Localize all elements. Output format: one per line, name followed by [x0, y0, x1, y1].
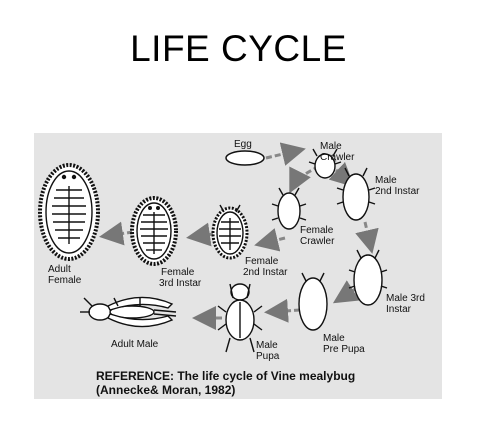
label-female-2nd-2: 2nd Instar — [243, 267, 288, 278]
label-adult-female-2: Female — [48, 275, 82, 286]
male-3rd-instar-shape — [348, 249, 388, 306]
label-male-prepupa-2: Pre Pupa — [323, 344, 365, 355]
label-male-crawler-1: Male — [320, 141, 342, 152]
label-male-crawler-2: Crawler — [320, 152, 355, 163]
label-female-2nd-1: Female — [245, 256, 279, 267]
label-male-2nd-2: 2nd Instar — [375, 186, 420, 197]
page-title: LIFE CYCLE — [130, 28, 347, 69]
female-3rd-instar-shape — [130, 196, 178, 266]
cycle-arrows — [99, 142, 379, 330]
label-female-3rd-1: Female — [161, 267, 195, 278]
label-adult-female-1: Adult — [48, 264, 71, 275]
label-male-pupa-2: Pupa — [256, 351, 280, 362]
male-2nd-instar-shape — [336, 167, 376, 221]
adult-male-shape — [80, 296, 177, 328]
label-adult-male: Adult Male — [111, 339, 159, 350]
label-female-crawler-1: Female — [300, 225, 334, 236]
egg-shape — [225, 150, 265, 166]
reference-line-2: (Annecke& Moran, 1982) — [96, 383, 235, 397]
label-male-3rd-1: Male 3rd — [386, 293, 425, 304]
label-male-prepupa-1: Male — [323, 333, 345, 344]
label-female-3rd-2: 3rd Instar — [159, 278, 202, 289]
label-male-pupa-1: Male — [256, 340, 278, 351]
male-pupa-shape — [217, 283, 263, 353]
female-2nd-instar-shape — [211, 204, 249, 260]
male-crawler-shape — [308, 148, 342, 179]
label-egg: Egg — [234, 139, 252, 150]
label-male-3rd-2: Instar — [386, 304, 412, 315]
label-female-crawler-2: Crawler — [300, 236, 335, 247]
male-prepupa-shape — [298, 272, 328, 331]
female-crawler-shape — [271, 187, 307, 230]
adult-female-shape — [38, 163, 100, 261]
reference-line-1: REFERENCE: The life cycle of Vine mealyb… — [96, 369, 355, 383]
label-male-2nd-1: Male — [375, 175, 397, 186]
